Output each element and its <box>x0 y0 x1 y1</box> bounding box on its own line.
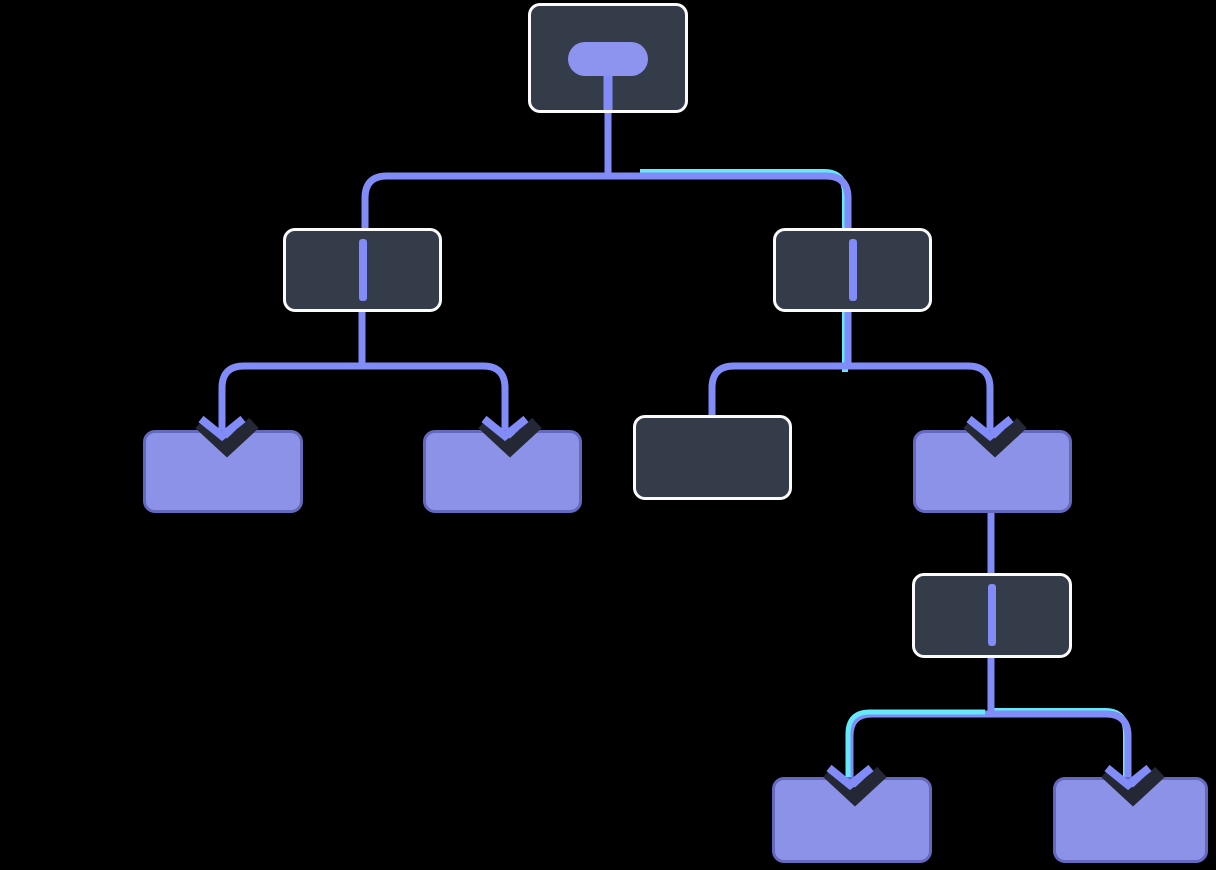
node-leaf-2[interactable] <box>423 430 582 513</box>
node-child-dark[interactable] <box>633 415 792 500</box>
node-pill <box>568 42 648 76</box>
node-branch-left[interactable] <box>283 228 442 312</box>
node-leaf-3[interactable] <box>913 430 1072 513</box>
node-leaf-5[interactable] <box>1053 777 1208 863</box>
node-bar <box>848 239 857 301</box>
node-bar <box>358 239 367 301</box>
node-leaf-1[interactable] <box>143 430 303 513</box>
node-branch-bottom[interactable] <box>912 573 1072 658</box>
node-stem <box>603 74 613 110</box>
node-root[interactable] <box>528 3 688 113</box>
node-bar <box>988 584 996 646</box>
node-branch-right[interactable] <box>773 228 932 312</box>
node-leaf-4[interactable] <box>772 777 932 863</box>
